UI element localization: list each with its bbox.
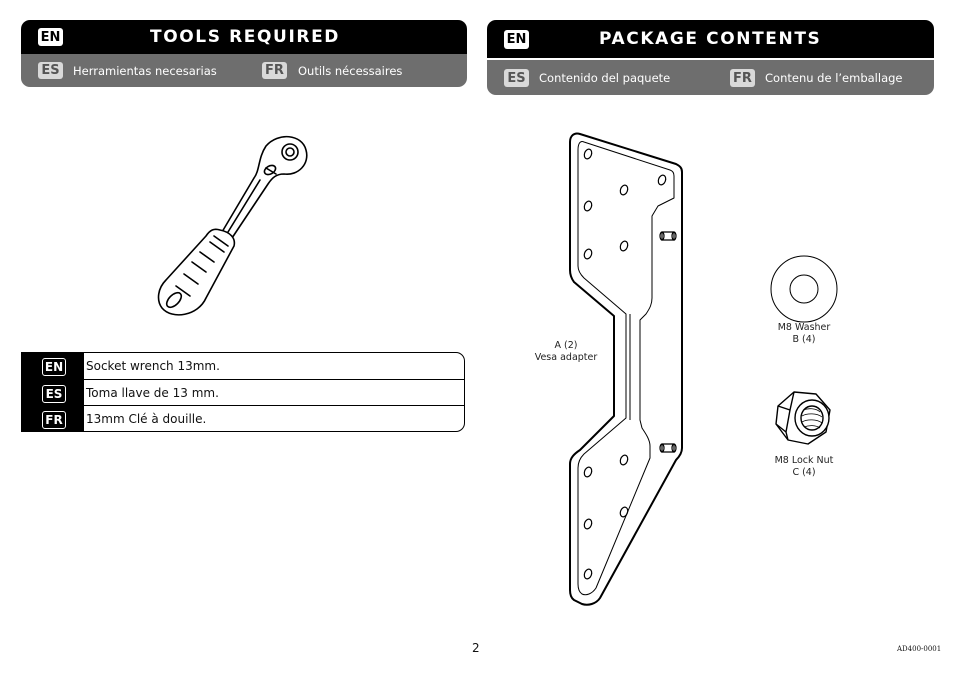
package-contents-title: PACKAGE CONTENTS xyxy=(599,29,822,49)
fr-badge: FR xyxy=(262,62,287,79)
table-row: FR 13mm Clé à douille. xyxy=(22,405,464,432)
tools-required-title: TOOLS REQUIRED xyxy=(150,27,340,47)
en-badge: EN xyxy=(504,30,529,49)
part-b-label: B (4) xyxy=(792,334,816,345)
en-badge: EN xyxy=(42,358,66,376)
tools-required-es: Herramientas necesarias xyxy=(73,63,217,78)
package-contents-translations: ES Contenido del paquete FR Contenu de l… xyxy=(487,60,934,95)
tool-table-en: Socket wrench 13mm. xyxy=(86,359,220,373)
fr-badge: FR xyxy=(730,69,755,87)
tools-required-header: EN TOOLS REQUIRED xyxy=(21,20,467,54)
part-b-caption: M8 Washer B (4) xyxy=(764,322,844,346)
part-b-name: M8 Washer xyxy=(777,322,831,333)
tool-table-fr: 13mm Clé à douille. xyxy=(86,412,207,426)
table-row: ES Toma llave de 13 mm. xyxy=(22,379,464,406)
fr-badge: FR xyxy=(42,411,66,429)
socket-wrench-illustration xyxy=(157,135,308,316)
package-contents-panel: EN PACKAGE CONTENTS ES Contenido del paq… xyxy=(487,20,934,95)
package-contents-header: EN PACKAGE CONTENTS xyxy=(487,20,934,58)
tools-required-translations: ES Herramientas necesarias FR Outils néc… xyxy=(21,54,467,87)
en-badge: EN xyxy=(38,28,63,46)
part-c-name: M8 Lock Nut xyxy=(774,455,834,466)
tool-table-es: Toma llave de 13 mm. xyxy=(86,386,219,400)
es-badge: ES xyxy=(38,62,63,79)
page-number: 2 xyxy=(472,641,480,655)
es-badge: ES xyxy=(42,385,66,403)
package-contents-es: Contenido del paquete xyxy=(539,70,671,85)
lock-nut-illustration xyxy=(775,391,831,445)
es-badge: ES xyxy=(504,69,529,87)
part-a-caption: A (2) Vesa adapter xyxy=(522,340,610,364)
part-a-label: A (2) xyxy=(554,340,578,351)
tools-required-fr: Outils nécessaires xyxy=(298,63,403,78)
part-a-name: Vesa adapter xyxy=(534,352,598,363)
package-contents-fr: Contenu de l’emballage xyxy=(765,70,903,85)
document-code: AD400-0001 xyxy=(897,645,942,653)
part-c-label: C (4) xyxy=(792,467,816,478)
part-c-caption: M8 Lock Nut C (4) xyxy=(760,455,848,479)
table-row: EN Socket wrench 13mm. xyxy=(22,353,464,379)
vesa-adapter-illustration xyxy=(569,132,683,606)
tools-required-panel: EN TOOLS REQUIRED ES Herramientas necesa… xyxy=(21,20,467,87)
tool-table: EN Socket wrench 13mm. ES Toma llave de … xyxy=(21,352,465,432)
washer-illustration xyxy=(770,255,838,323)
